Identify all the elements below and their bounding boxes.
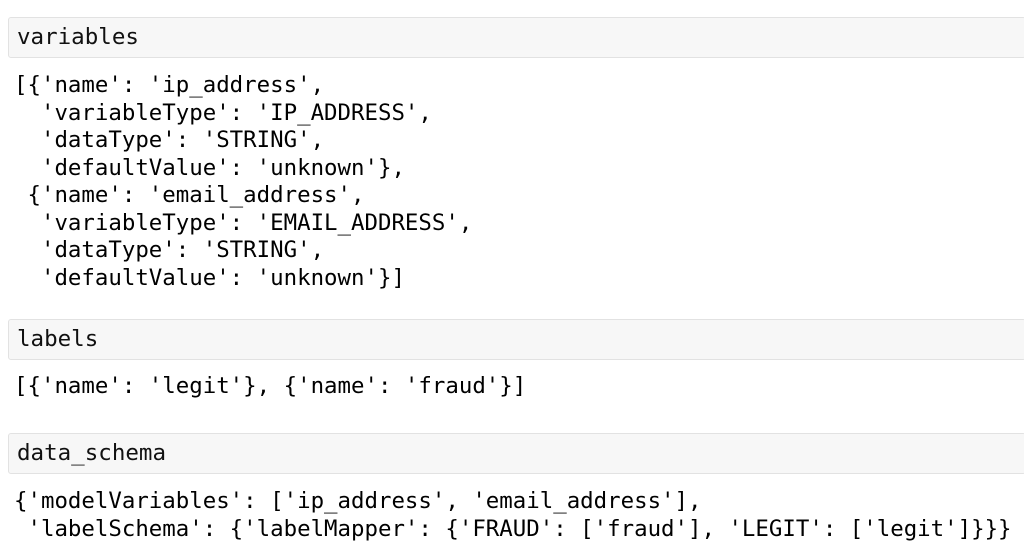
section-header-data-schema: data_schema xyxy=(8,433,1024,474)
section-output-labels: [{'name': 'legit'}, {'name': 'fraud'}] xyxy=(14,373,527,399)
section-title-data-schema: data_schema xyxy=(17,440,167,467)
section-header-labels: labels xyxy=(8,319,1024,360)
section-header-variables: variables xyxy=(8,17,1024,58)
section-output-variables: [{'name': 'ip_address', 'variableType': … xyxy=(14,72,473,291)
section-output-data-schema: {'modelVariables': ['ip_address', 'email… xyxy=(14,488,1012,542)
section-title-variables: variables xyxy=(17,24,139,51)
section-title-labels: labels xyxy=(17,326,99,353)
